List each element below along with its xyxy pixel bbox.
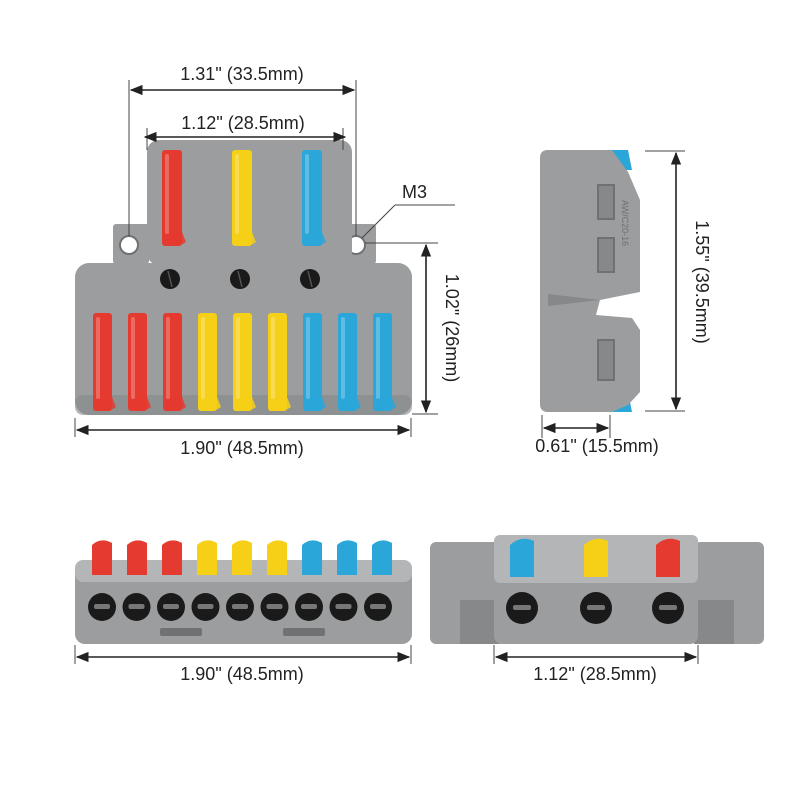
front-slot-right [283,628,325,636]
side-view: AW/C20-16 [540,150,640,412]
end-wing-right-step [694,600,734,644]
front-lever-blue[interactable] [372,540,392,575]
input-lever-blue[interactable] [302,150,326,246]
end-wire-hole-contact [659,605,677,610]
top-view [75,140,412,415]
wire-hole-contact [232,604,248,609]
end-wire-hole-contact [513,605,531,610]
front-lever-red[interactable] [127,540,147,575]
input-lever-yellow[interactable] [232,150,256,246]
end-lever-red[interactable] [656,538,680,577]
side-latch-window-3 [597,339,615,381]
side-ridge [548,294,600,306]
dim-end-width: 1.12" (28.5mm) [533,664,656,684]
front-lever-blue[interactable] [337,540,357,575]
front-view [75,540,412,644]
dim-body-height: 1.02" (26mm) [442,274,462,382]
end-wire-hole-contact [587,605,605,610]
wire-hole-contact [197,604,214,609]
dim-body-width: 1.90" (48.5mm) [180,438,303,458]
output-lever-yellow[interactable] [268,313,291,411]
front-lever-yellow[interactable] [197,540,217,575]
output-lever-yellow[interactable] [233,313,256,411]
wire-hole-contact [370,604,386,609]
side-latch-window-2 [597,237,615,273]
front-lever-yellow[interactable] [232,540,252,575]
output-lever-blue[interactable] [338,313,361,411]
end-lever-yellow[interactable] [584,538,608,577]
output-lever-red[interactable] [93,313,116,411]
dim-front-width: 1.90" (48.5mm) [180,664,303,684]
wire-hole-contact [163,604,179,609]
dim-top-inner-width: 1.12" (28.5mm) [181,113,304,133]
front-lever-red[interactable] [162,540,182,575]
dim-side-height: 1.55" (39.5mm) [692,220,712,343]
front-lever-yellow[interactable] [267,540,287,575]
front-lever-blue[interactable] [302,540,322,575]
screw-label: M3 [402,182,427,202]
output-lever-red[interactable] [128,313,151,411]
output-lever-blue[interactable] [303,313,326,411]
wire-hole-contact [94,604,110,609]
output-lever-red[interactable] [163,313,186,411]
wire-hole-contact [266,604,283,609]
front-lever-red[interactable] [92,540,112,575]
front-slot-left [160,628,202,636]
wire-hole-contact [128,604,145,609]
side-model-label: AW/C20-16 [620,200,630,246]
end-lever-blue[interactable] [510,538,534,577]
side-housing [540,150,640,412]
output-lever-blue[interactable] [373,313,396,411]
side-latch-window-1 [597,184,615,220]
end-wing-left-step [460,600,500,644]
dim-side-depth: 0.61" (15.5mm) [535,436,658,456]
wire-hole-contact [301,604,317,609]
dim-top-outer-width: 1.31" (33.5mm) [180,64,303,84]
end-view [430,535,764,644]
wire-hole-contact [335,604,352,609]
output-lever-yellow[interactable] [198,313,221,411]
screw-hole-left [119,235,139,255]
input-lever-red[interactable] [162,150,186,246]
